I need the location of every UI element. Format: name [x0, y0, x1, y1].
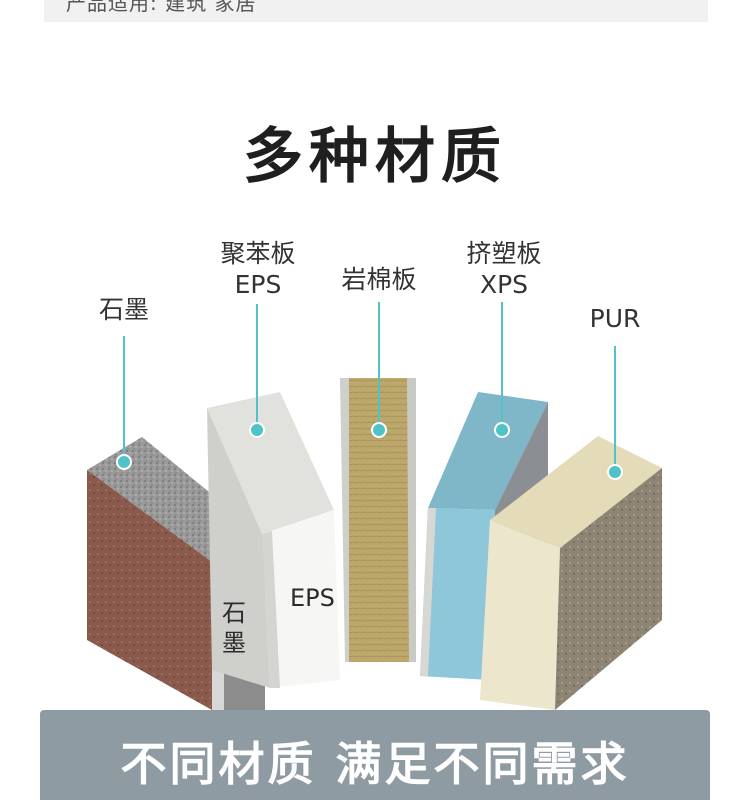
label-graphite-name: 石墨 — [98, 295, 149, 324]
label-xps-name: 挤塑板 — [466, 239, 542, 268]
label-xps: 挤塑板 XPS — [460, 238, 548, 300]
label-rockwool-name: 岩棉板 — [341, 265, 417, 294]
graphite-char-1: 石 — [222, 599, 246, 627]
pointer-lines — [123, 302, 616, 472]
label-pur: PUR — [580, 303, 650, 334]
label-eps-code: EPS — [234, 270, 282, 299]
panel-illustration — [87, 302, 662, 710]
graphite-panel-text: 石 墨 — [220, 598, 248, 658]
bottom-banner: 不同材质 满足不同需求 — [40, 710, 710, 800]
pur-panel — [480, 436, 662, 710]
label-pur-code: PUR — [589, 304, 641, 333]
rockwool-panel — [340, 378, 416, 662]
banner-text: 不同材质 满足不同需求 — [120, 737, 630, 791]
label-eps: 聚苯板 EPS — [214, 238, 302, 300]
label-graphite: 石墨 — [92, 294, 156, 325]
page-title: 多种材质 — [243, 122, 507, 192]
top-strip: 产品适用: 建筑 家居 — [44, 0, 708, 22]
eps-panel — [207, 392, 340, 688]
product-usage-text: 产品适用: 建筑 家居 — [66, 0, 257, 15]
label-xps-code: XPS — [479, 270, 529, 299]
label-eps-name: 聚苯板 — [220, 239, 296, 268]
graphite-char-2: 墨 — [222, 629, 246, 657]
eps-panel-text: EPS — [290, 584, 335, 612]
label-rockwool: 岩棉板 — [335, 264, 423, 295]
pointer-dots — [116, 422, 623, 480]
